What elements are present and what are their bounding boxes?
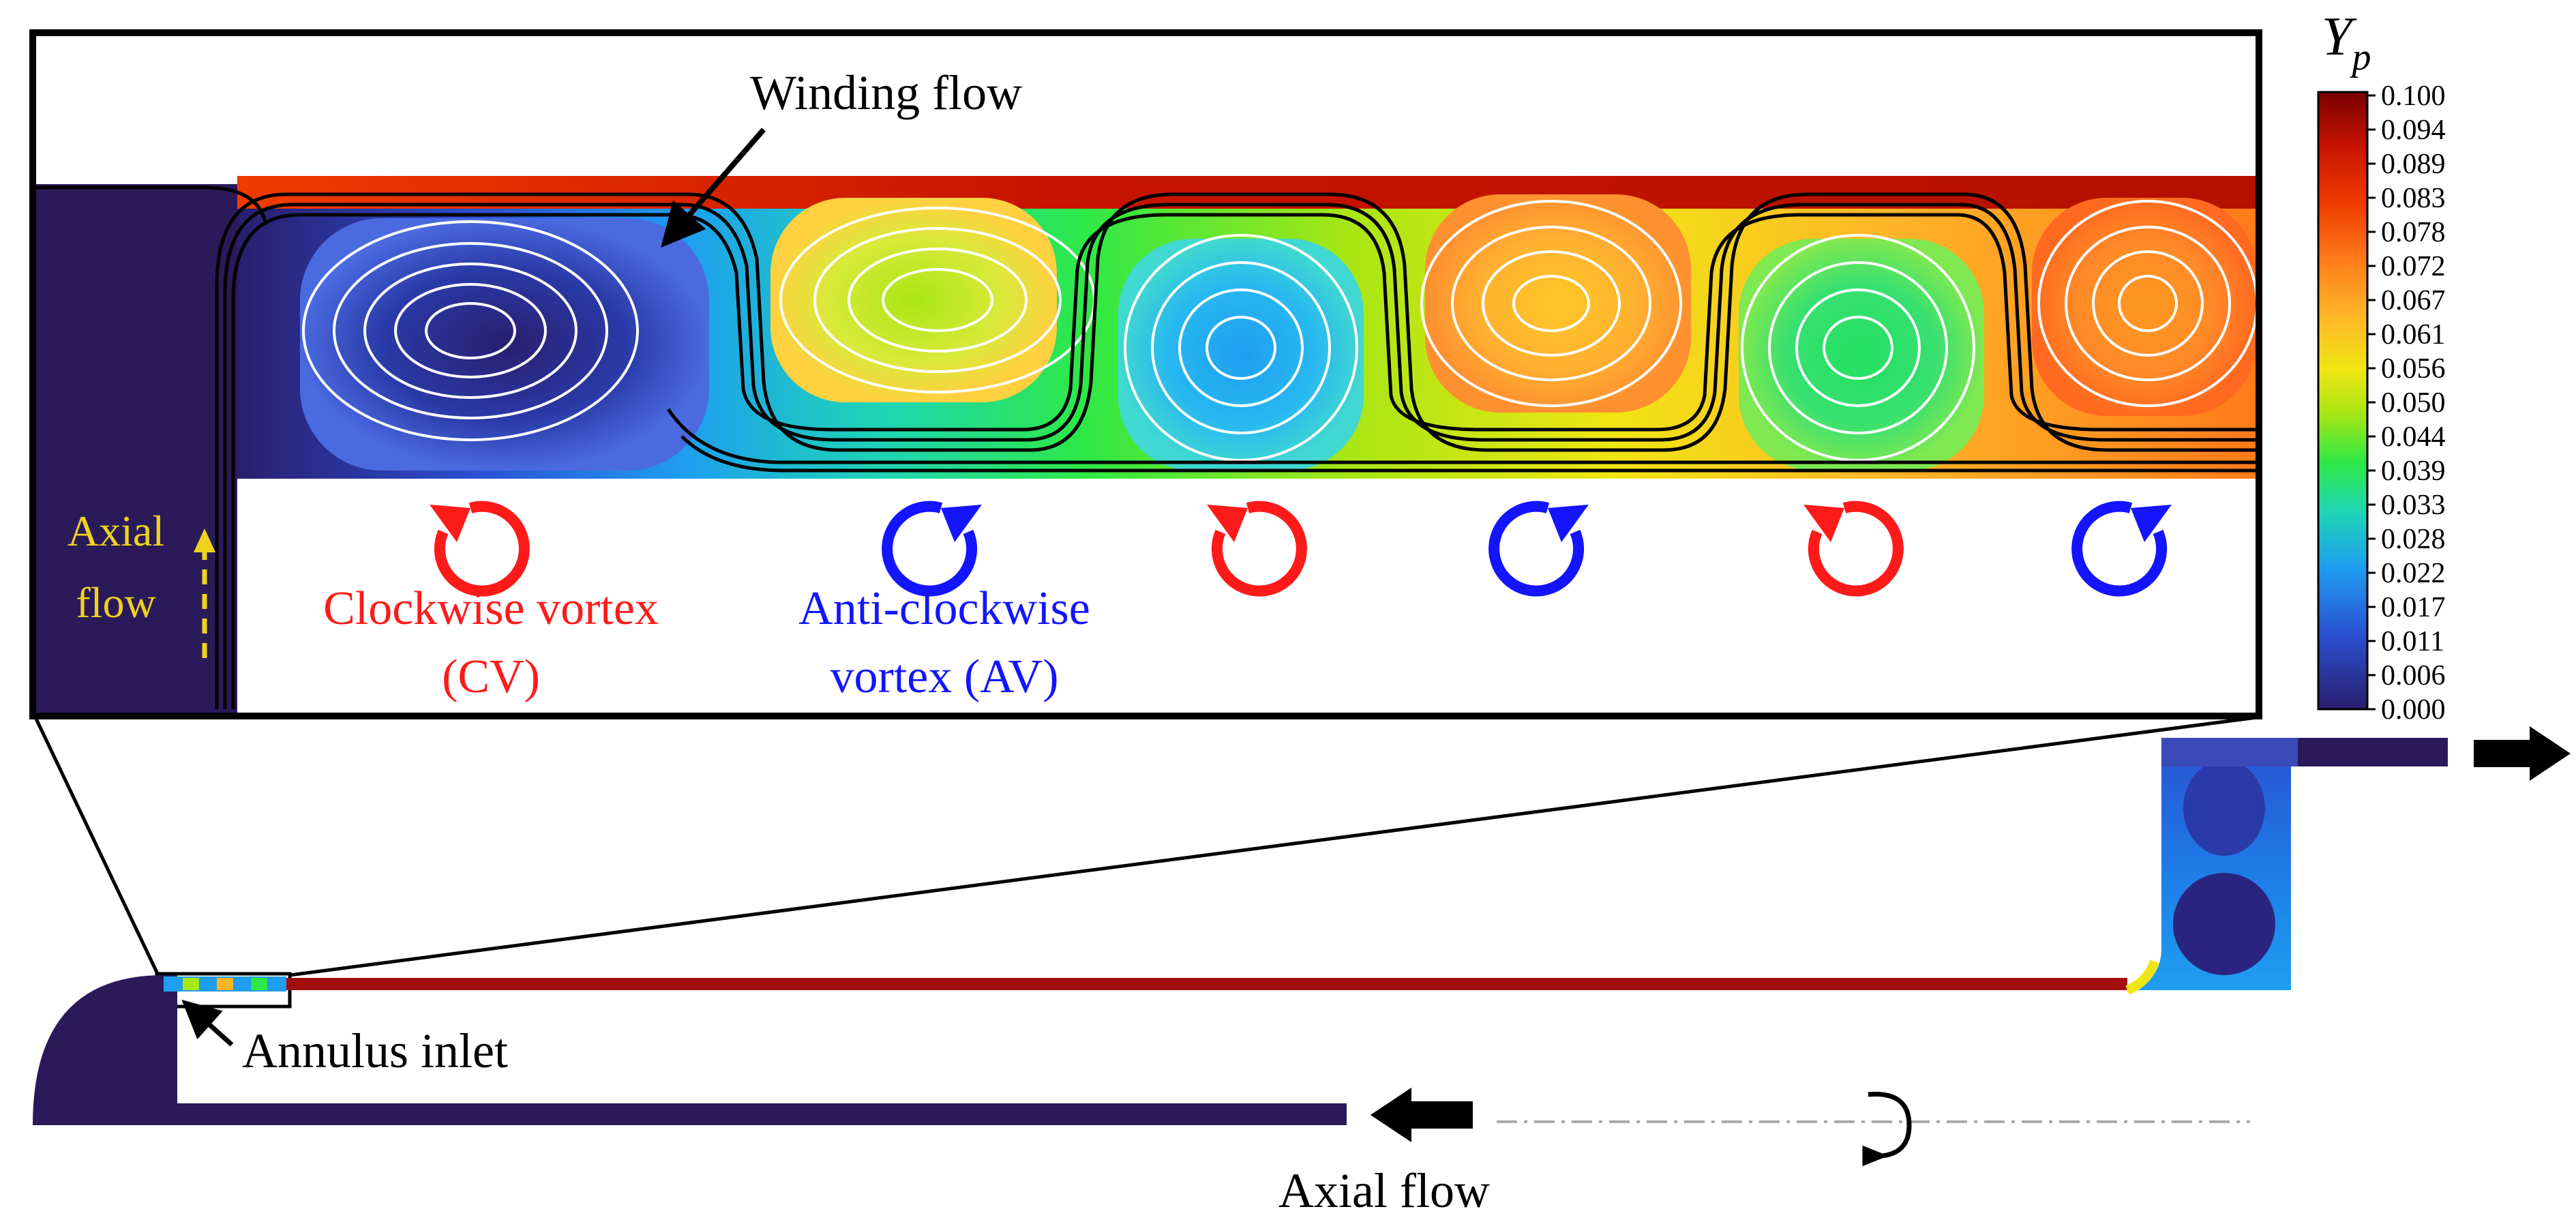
outlet-arrow-icon xyxy=(2474,726,2571,781)
colorbar-tick-label: 0.100 xyxy=(2381,80,2446,112)
colorbar-tick-label: 0.061 xyxy=(2381,319,2446,351)
av-label-line2: vortex (AV) xyxy=(830,651,1058,703)
colorbar: Yp 0.1000.0940.0890.0830.0780.0720.0670.… xyxy=(2317,7,2446,726)
zoom-lines xyxy=(33,715,2258,1009)
return-duct xyxy=(174,1103,1347,1125)
vortex-cell-3 xyxy=(1118,239,1364,471)
cv-label-line2: (CV) xyxy=(442,651,540,703)
clockwise-arrow-icon xyxy=(1803,501,1904,597)
colorbar-tick-label: 0.033 xyxy=(2381,490,2446,521)
winding-flow-label: Winding flow xyxy=(750,65,1022,120)
clockwise-arrow-icon xyxy=(1207,501,1307,597)
axial-flow-left-arrow-icon xyxy=(1371,1088,1473,1142)
inset-inner-wall-area xyxy=(242,479,2259,716)
axial-flow-outlet-label: Axial flow xyxy=(1278,1163,1490,1218)
colorbar-tick-label: 0.089 xyxy=(2381,149,2446,180)
anticlockwise-arrow-icon xyxy=(1488,501,1589,597)
inlet-patch xyxy=(251,978,267,990)
colorbar-tick-label: 0.072 xyxy=(2381,251,2446,282)
colorbar-tick-label: 0.067 xyxy=(2381,285,2446,316)
colorbar-tick-label: 0.056 xyxy=(2381,353,2446,385)
colorbar-tick-label: 0.078 xyxy=(2381,217,2446,248)
inlet-body xyxy=(33,975,177,1125)
colorbar-tick-label: 0.028 xyxy=(2381,524,2446,555)
colorbar-title: Yp xyxy=(2322,7,2371,78)
axial-flow-label-bottom: flow xyxy=(76,578,155,627)
colorbar-ticks: 0.1000.0940.0890.0830.0780.0720.0670.061… xyxy=(2367,80,2446,726)
outlet-duct-entry xyxy=(2161,738,2298,766)
vortex-cell-4 xyxy=(1425,194,1691,413)
vortex-direction-arrows xyxy=(430,501,2172,597)
av-label-line1: Anti-clockwise xyxy=(798,582,1090,635)
outlet-vortex-lower xyxy=(2173,873,2275,975)
colorbar-tick-label: 0.017 xyxy=(2381,592,2446,623)
colorbar-tick-label: 0.039 xyxy=(2381,456,2446,487)
axial-flow-arrow xyxy=(194,528,215,658)
inlet-patch xyxy=(217,978,233,990)
outlet-vortex-upper xyxy=(2183,760,2265,856)
annulus-channel xyxy=(164,978,2127,990)
anticlockwise-arrow-icon xyxy=(882,501,982,597)
rotation-icon xyxy=(1862,1092,1912,1167)
inset-upper-left-area xyxy=(33,33,237,184)
anticlockwise-arrow-icon xyxy=(2071,501,2172,597)
inset-frame xyxy=(29,29,2262,719)
inset-upper-area xyxy=(237,33,2259,176)
inlet-patch xyxy=(183,978,199,990)
vortex-cell-2 xyxy=(770,198,1057,402)
colorbar-tick-label: 0.022 xyxy=(2381,558,2446,589)
colorbar-tick-label: 0.083 xyxy=(2381,183,2446,214)
colorbar-tick-label: 0.044 xyxy=(2381,421,2446,453)
winding-streamlines xyxy=(33,185,2259,709)
vortex-cell-1 xyxy=(300,218,709,471)
clockwise-arrow-icon xyxy=(430,501,530,597)
colorbar-tick-label: 0.006 xyxy=(2381,660,2446,691)
annulus-inlet-pointer xyxy=(181,999,234,1047)
vortex-streamlines xyxy=(302,200,2258,462)
colorbar-gradient xyxy=(2317,91,2369,711)
winding-flow-pointer xyxy=(661,128,766,248)
colorbar-tick-label: 0.011 xyxy=(2381,626,2444,657)
inset-axial-channel xyxy=(33,184,237,716)
axial-flow-label-top: Axial xyxy=(68,507,164,555)
outlet-corner-highlight xyxy=(2125,959,2159,995)
colorbar-tick-label: 0.000 xyxy=(2381,694,2446,726)
colorbar-tick-label: 0.050 xyxy=(2381,387,2446,419)
zoom-inset: Axial flow xyxy=(29,29,2262,719)
cv-label-line1: Clockwise vortex xyxy=(323,582,659,635)
full-geometry xyxy=(33,738,2448,1125)
colorbar-tick-label: 0.094 xyxy=(2381,115,2446,146)
annulus-inlet-label: Annulus inlet xyxy=(242,1024,508,1078)
